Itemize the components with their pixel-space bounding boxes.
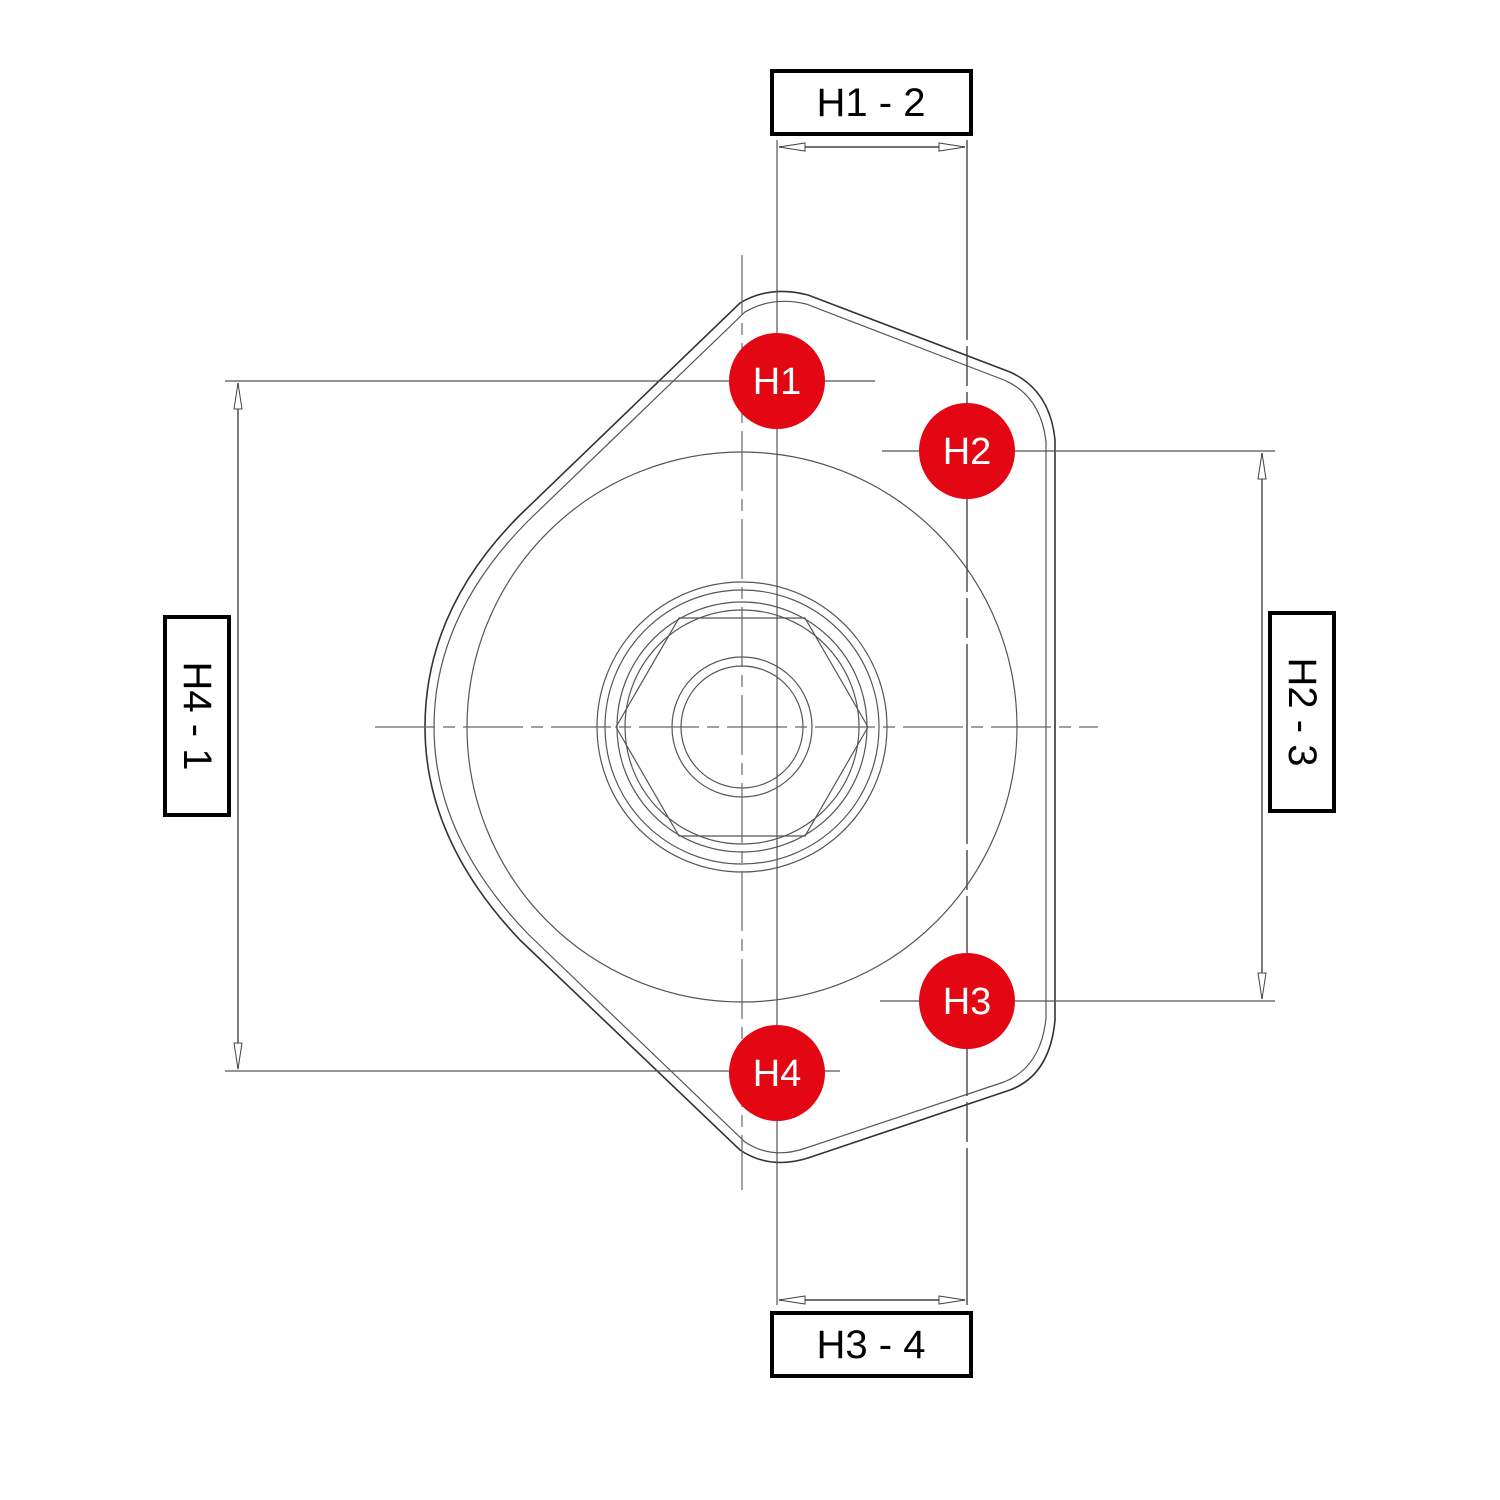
hex-nut [615,617,869,837]
hole-label-h4: H4 [753,1053,802,1095]
hole-marker-h3: H3 [919,953,1015,1049]
dimension-label-bottom-text: H3 - 4 [817,1323,926,1367]
dimension-label-right: H2 - 3 [1268,611,1336,813]
hole-marker-h1: H1 [729,333,825,429]
hole-marker-h2: H2 [919,403,1015,499]
hole-marker-h4: H4 [729,1025,825,1121]
dimension-h4-1 [233,382,243,1070]
dimension-label-top: H1 - 2 [770,69,973,136]
hole-label-h2: H2 [943,431,992,473]
flange-outline [424,290,1056,1164]
dimension-label-top-text: H1 - 2 [817,81,926,125]
hole-label-h3: H3 [943,981,992,1023]
dimension-h1-2 [778,142,966,152]
dimension-label-left-text: H4 - 1 [175,662,219,771]
dimension-h2-3 [1257,452,1267,1000]
dimension-h3-4 [778,1295,966,1305]
hole-label-h1: H1 [753,361,802,403]
dimension-label-left: H4 - 1 [163,615,231,817]
flange-outline-inner [433,300,1047,1154]
dimension-label-right-text: H2 - 3 [1280,658,1324,767]
dimension-label-bottom: H3 - 4 [770,1311,973,1378]
